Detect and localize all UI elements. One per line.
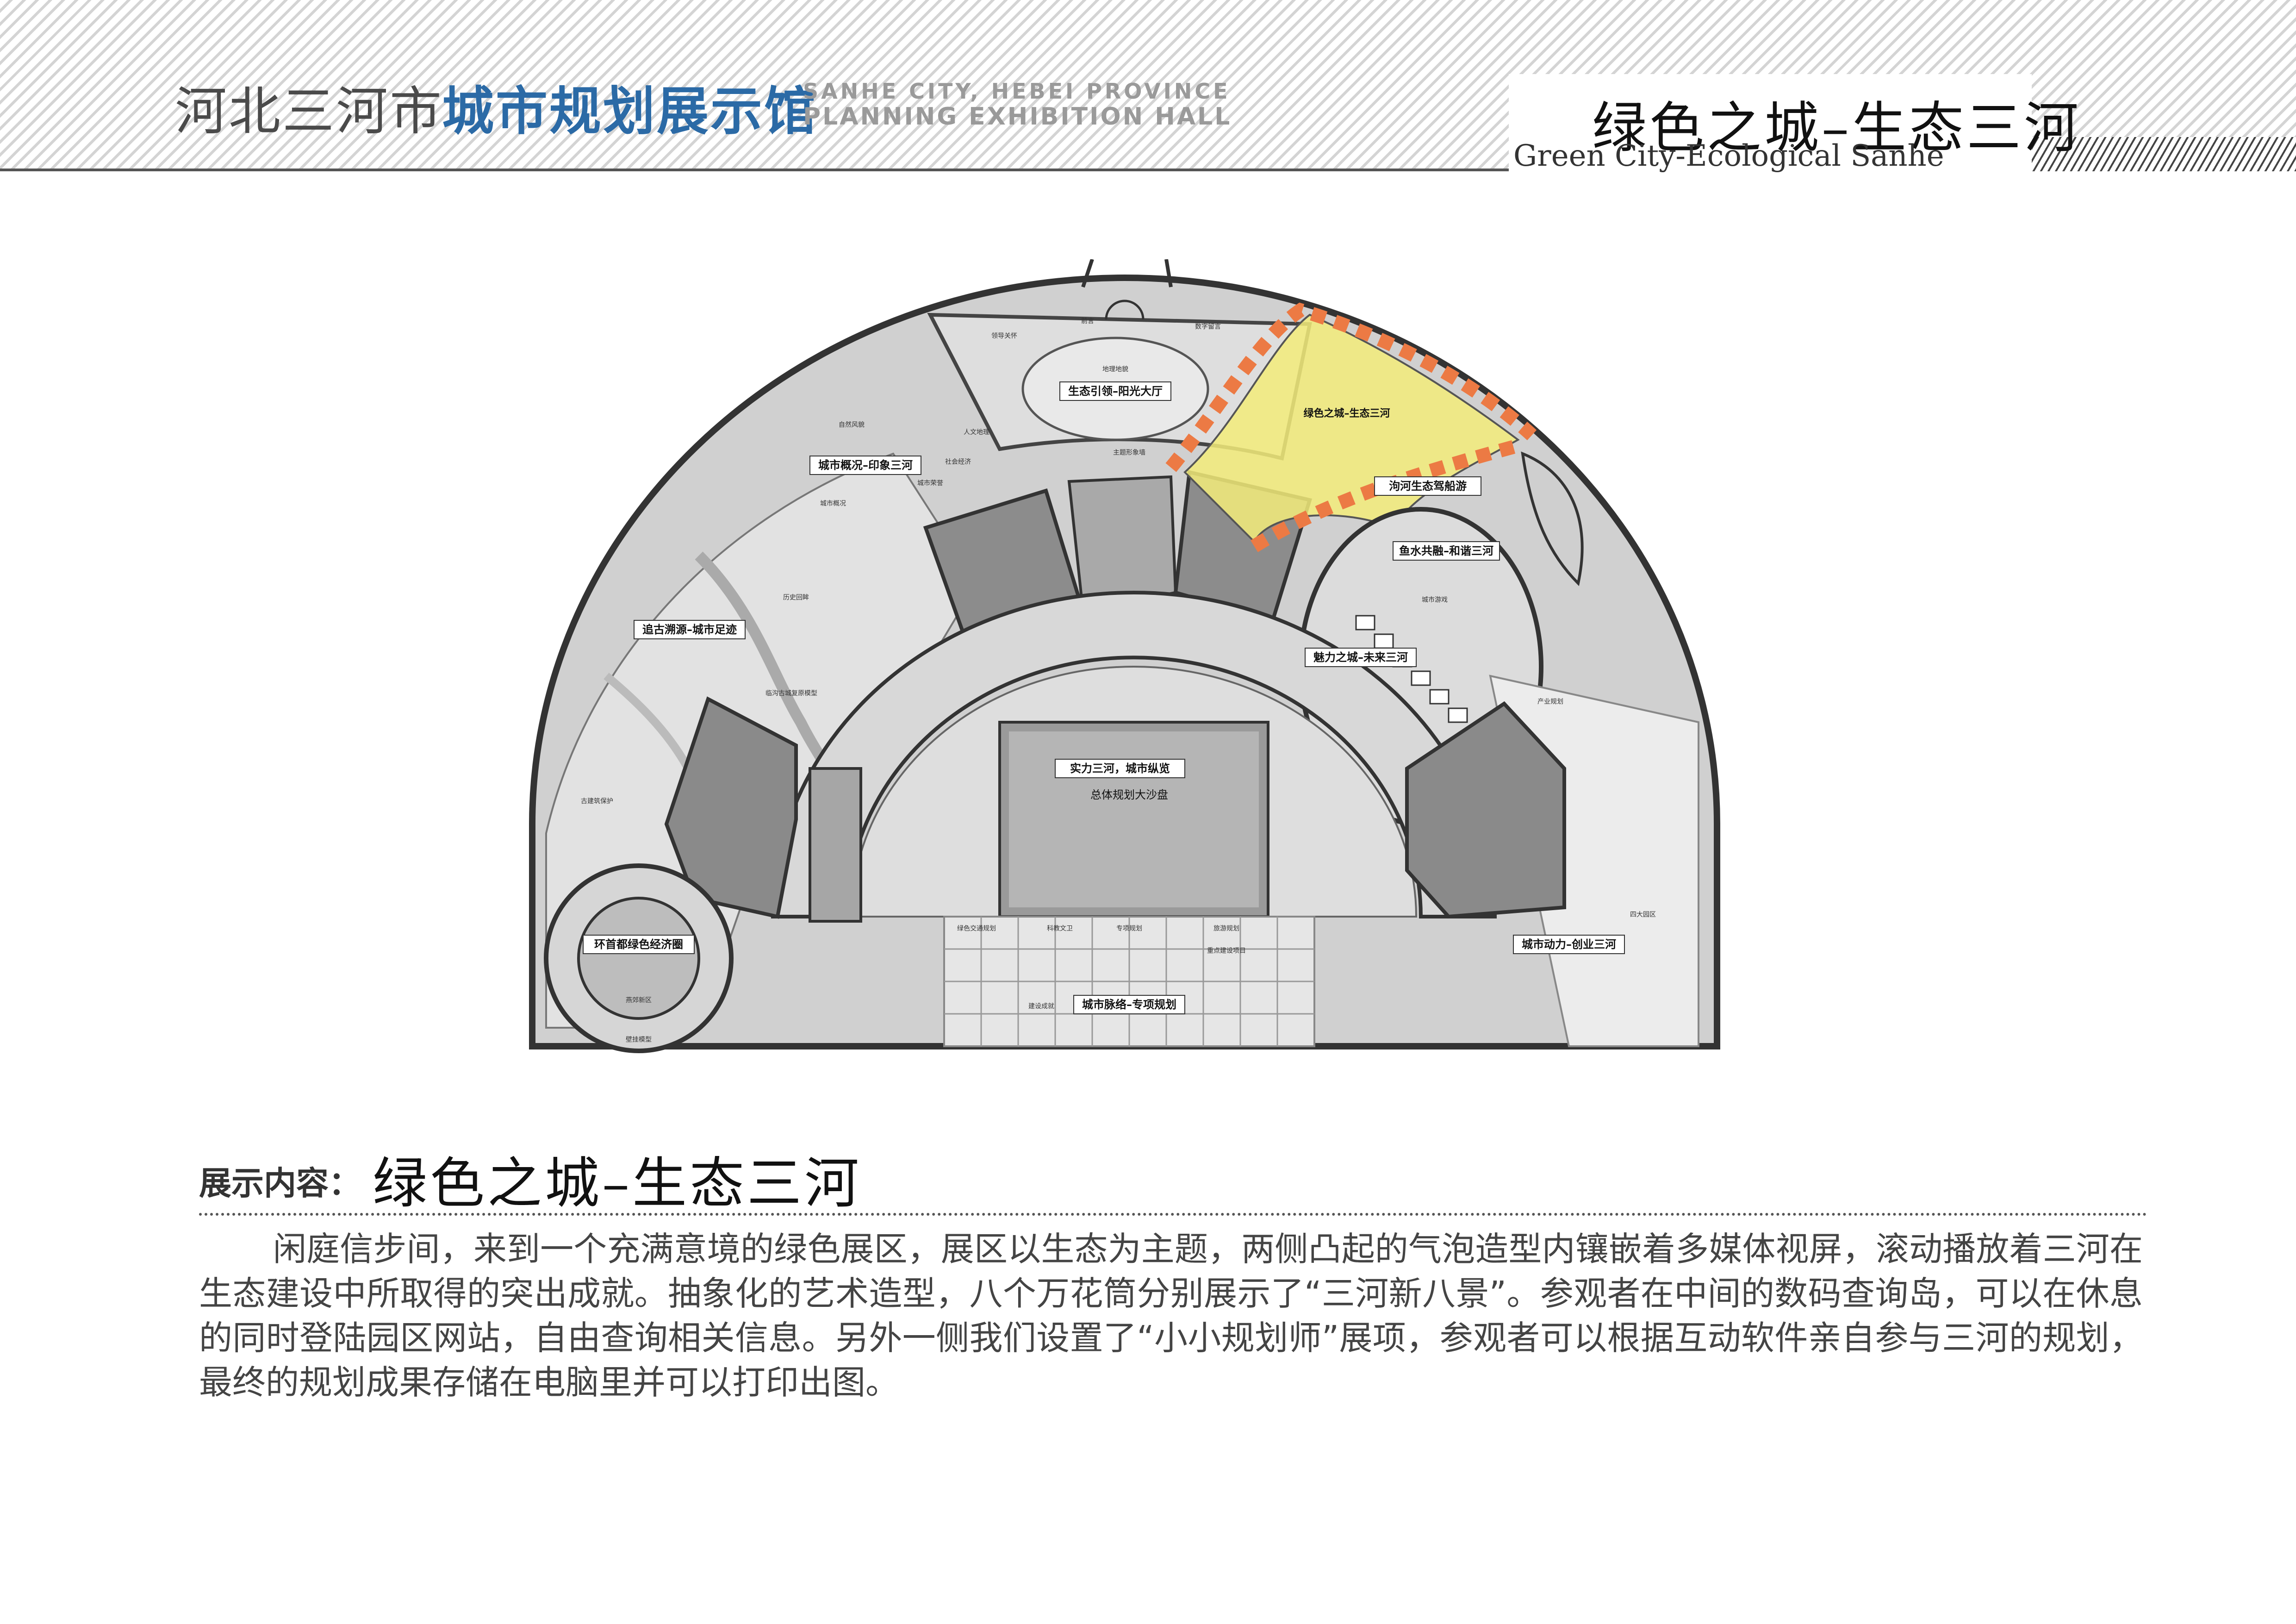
exhibit-content-label: 展示内容： (199, 1164, 361, 1202)
label-sunlight-hall: 生态引领–阳光大厅 (1068, 385, 1163, 398)
label-fish-water: 鱼水共融–和谐三河 (1399, 544, 1493, 557)
header-city-title: 河北三河市 (175, 81, 443, 142)
label-future: 魅力之城–未来三河 (1313, 651, 1408, 664)
label-impression: 城市概况–印象三河 (818, 459, 913, 472)
label-box (1059, 381, 1171, 401)
label-context: 城市脉络–专项规划 (1082, 998, 1176, 1011)
header-hall-title: 城市规划展示馆 (442, 81, 818, 142)
exhibition-floor-plan: 生态引领–阳光大厅 城市概况–印象三河 绿色之城–生态三河 泃河生态驾船游 鱼水… (529, 259, 1720, 1053)
header-english-line-2: PLANNING EXHIBITION HALL (803, 103, 1232, 131)
small-label-humanity: 人文地理 (964, 429, 989, 436)
context-grid (943, 916, 1315, 1047)
small-label-city-game: 城市游戏 (1422, 596, 1448, 604)
label-history: 追古溯源–城市足迹 (642, 623, 737, 636)
header-divider (0, 169, 1509, 171)
label-box (634, 620, 746, 639)
label-sand-table: 总体规划大沙盘 (1090, 788, 1168, 801)
label-box (1305, 648, 1417, 667)
small-label-city-overview: 城市概况 (820, 500, 846, 507)
theme-title-chinese: 绿色之城–生态三河 (1592, 96, 2082, 160)
small-label-traffic: 绿色交通规划 (957, 924, 996, 932)
small-label-sci-edu: 科教文卫 (1047, 925, 1073, 932)
entrance-door (1105, 300, 1145, 320)
exhibit-title: 绿色之城–生态三河 (373, 1151, 862, 1215)
exhibit-block (664, 696, 798, 919)
entrance-pillars (1081, 259, 1173, 288)
small-label-yanjiao: 燕郊新区 (626, 996, 652, 1004)
small-label-construction: 建设成就 (1028, 1003, 1054, 1010)
label-strength: 实力三河，城市纵览 (1070, 762, 1170, 775)
small-label-old-model: 临沟古城复原模型 (765, 689, 817, 697)
small-label-tourism: 旅游规划 (1213, 925, 1239, 932)
small-label-key-project: 重点建设项目 (1207, 947, 1246, 955)
economy-circle-inner (577, 897, 700, 1020)
dotted-divider (199, 1213, 2147, 1216)
small-label-leader: 领导关怀 (991, 332, 1017, 340)
small-label-nature: 自然风貌 (839, 421, 865, 429)
small-label-four-areas: 四大园区 (1630, 911, 1656, 918)
label-green-city: 绿色之城–生态三河 (1303, 407, 1390, 419)
small-label-industry: 产业规划 (1537, 698, 1563, 706)
label-dynamics: 城市动力–创业三河 (1522, 938, 1616, 951)
theme-title-english: Green City-Ecological Sanhe (1513, 139, 1944, 173)
label-box (809, 456, 921, 475)
small-label-theme-wall: 主题形象墙 (1113, 449, 1145, 456)
label-box (1393, 541, 1500, 561)
small-label-city-honor: 城市荣誉 (917, 479, 943, 487)
exhibit-block (809, 767, 862, 923)
theme-title-background (1509, 74, 2032, 171)
small-label-geo: 地理地貌 (1102, 366, 1128, 373)
small-label-social-econ: 社会经济 (945, 458, 971, 466)
small-label-digital: 数字留言 (1195, 323, 1221, 331)
label-box (1073, 995, 1185, 1014)
header-english-line-1: SANHE CITY, HEBEI PROVINCE (803, 79, 1231, 104)
label-box (1055, 759, 1185, 778)
exhibit-block (1405, 701, 1566, 919)
small-label-entrance: 前言 (1081, 317, 1094, 325)
label-box (1374, 476, 1481, 496)
label-river-boat: 泃河生态驾船游 (1389, 480, 1467, 493)
sand-table-surface (1009, 731, 1259, 907)
small-label-history-review: 历史回眸 (783, 593, 809, 601)
river-boat-shape (1521, 451, 1584, 587)
small-label-special: 专项规划 (1116, 925, 1142, 932)
small-label-old-protect: 古建筑保护 (581, 798, 613, 805)
label-economy-circle: 环首都绿色经济圈 (594, 938, 683, 951)
exhibit-description: 闲庭信步间，来到一个充满意境的绿色展区，展区以生态为主题，两侧凸起的气泡造型内镶… (199, 1230, 2143, 1402)
green-city-dashed-border (1165, 302, 1537, 552)
label-box (1513, 935, 1625, 954)
label-box (583, 935, 695, 954)
small-label-model: 壁挂模型 (626, 1036, 652, 1043)
